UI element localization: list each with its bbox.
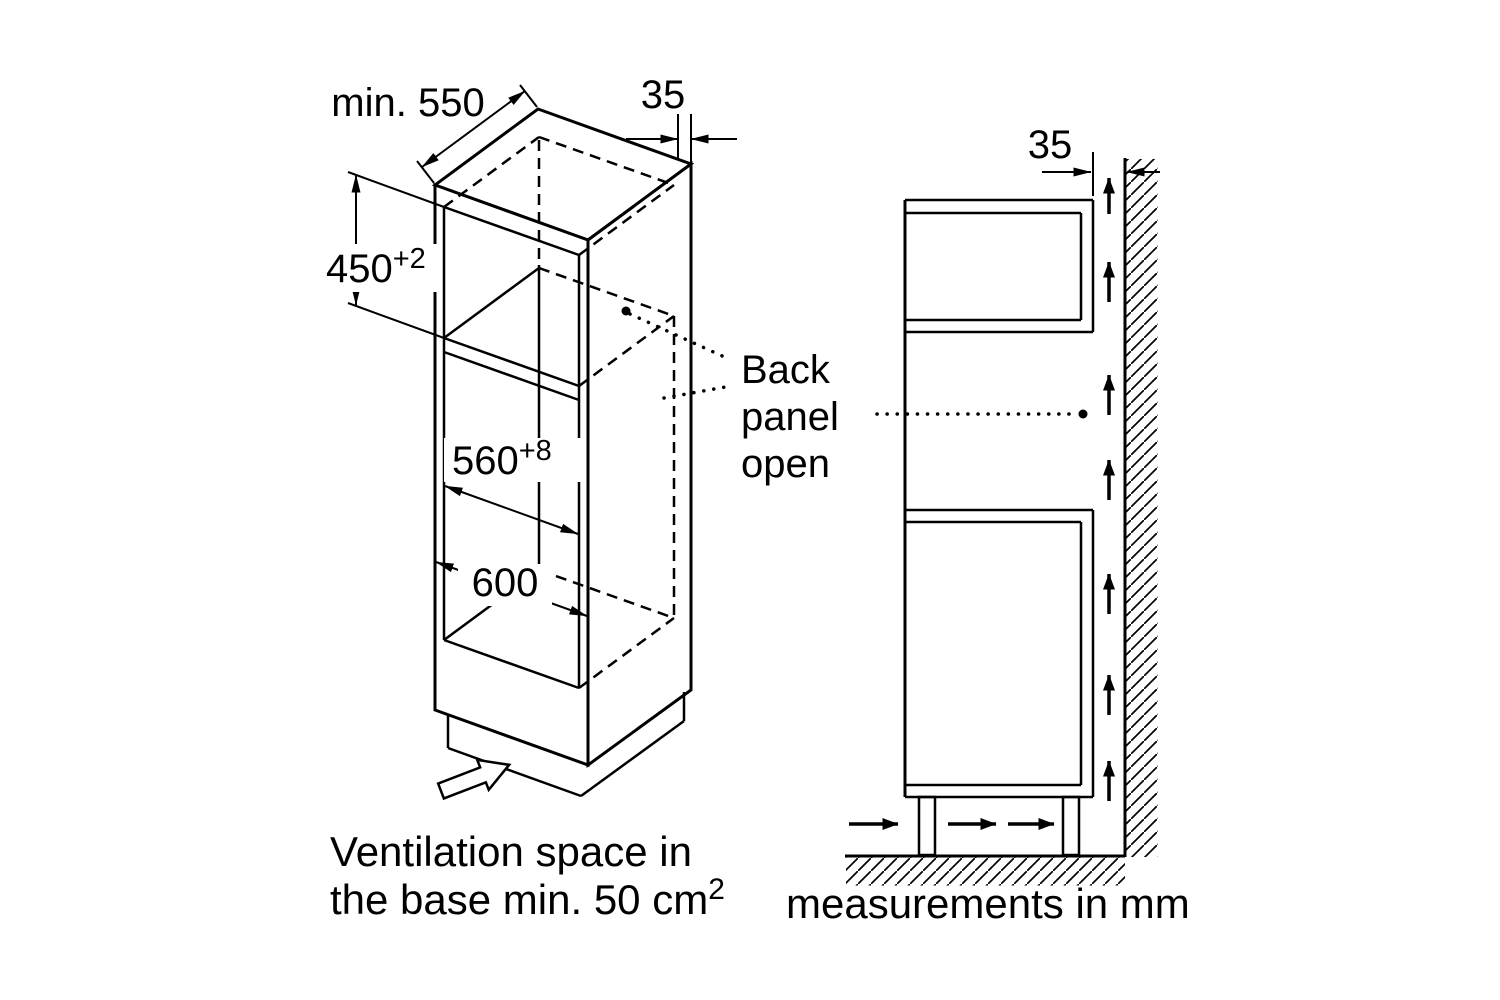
hidden-edge-dashed [578, 183, 675, 257]
front-opening-top-edge [443, 205, 580, 257]
leader-dot [1078, 409, 1088, 419]
cabinet-leg [1061, 795, 1081, 857]
niche-height-label: 450+2 [326, 243, 426, 291]
dim-depth-extension [416, 160, 435, 184]
label-mask [458, 564, 552, 606]
side-thickness-label: 35 [641, 73, 686, 117]
plinth-edge [580, 719, 685, 798]
back-panel-annotation: Back panel open [621, 306, 1088, 486]
measurements-caption: measurements in mm [786, 880, 1190, 927]
dim-niche-height-extension [347, 302, 445, 339]
plinth-edge [447, 746, 582, 798]
outer-width-label: 600 [472, 561, 539, 605]
back-panel-label-line2: panel [741, 395, 839, 439]
hidden-edge-dashed [538, 135, 675, 187]
back-panel-label-line1: Back [741, 348, 831, 392]
hidden-edge-dashed [578, 616, 675, 690]
leader-dot [621, 306, 631, 316]
floor-hatch [846, 857, 1125, 886]
hidden-edge-dashed [538, 266, 675, 318]
floor-panel-front-edge [443, 638, 580, 690]
ventilation-flow-arrow [436, 758, 512, 801]
wall-hatch [1126, 159, 1158, 857]
dim-niche-width-line [444, 485, 579, 535]
ventilation-caption-line1: Ventilation space in [330, 828, 692, 875]
cabinet-leg [917, 795, 937, 857]
wall-gap-label: 35 [1028, 123, 1073, 167]
niche-shelf-front-edge [443, 336, 580, 388]
leader-dotted-line [662, 384, 733, 400]
dim-depth-extension [519, 84, 538, 108]
dim-depth-line [421, 90, 526, 168]
depth-dimension-label: min. 550 [331, 81, 484, 125]
dim-niche-height-extension [347, 171, 445, 208]
cabinet-side-section-view: 35 measurements in mm [786, 123, 1190, 927]
ventilation-caption-line2: the base min. 50 cm2 [330, 873, 725, 923]
label-mask [316, 244, 442, 292]
back-panel-label-line3: open [741, 442, 830, 486]
niche-shelf-front-bottom-edge [443, 350, 580, 402]
label-mask [444, 438, 586, 482]
niche-width-label: 560+8 [452, 435, 552, 483]
cabinet-isometric-view: min. 550 35 450+2 560+8 600 Ventilation … [316, 73, 737, 923]
cabinet-side-face [586, 161, 693, 768]
leader-dotted-line [628, 312, 733, 362]
niche-shelf-left-edge [443, 266, 540, 340]
